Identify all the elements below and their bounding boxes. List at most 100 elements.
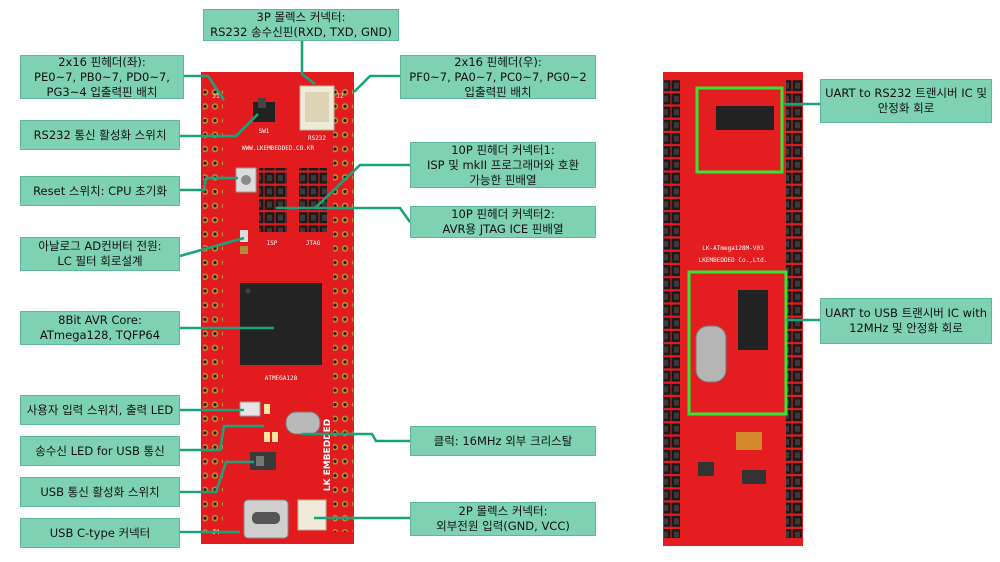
back-board: LK-ATmega128M-V03 LKEMBEDDED Co.,Ltd.	[663, 72, 803, 546]
rs232-3p-connector-inner	[305, 92, 329, 122]
crystal-12mhz	[695, 325, 727, 383]
silk-chip: ATMEGA128	[265, 375, 298, 382]
connector-lines	[179, 40, 820, 534]
label-text: ISP 및 mkII 프로그래머와 호환	[426, 157, 580, 172]
label-user-io: 사용자 입력 스위치, 출력 LED	[20, 395, 180, 425]
label-text: 2x16 핀헤더(좌):	[58, 54, 146, 69]
label-text: 안정화 회로	[877, 101, 935, 115]
label-text: PE0~7, PB0~7, PD0~7,	[34, 69, 170, 84]
label-text: RS232 통신 활성화 스위치	[33, 127, 167, 142]
label-text: 외부전원 입력(GND, VCC)	[436, 519, 570, 533]
line-crystal	[302, 432, 410, 443]
label-text: 2P 몰렉스 커넥터:	[458, 504, 548, 518]
label-text: 클럭: 16MHz 외부 크리스탈	[433, 433, 573, 448]
label-text: 송수신 LED for USB 통신	[35, 443, 165, 458]
silk-url: WWW.LKEMBEDDED.CO.KR	[242, 145, 315, 152]
label-uart-rs232: UART to RS232 트랜시버 IC 및 안정화 회로	[820, 79, 992, 123]
silk-j2: J2	[336, 93, 344, 100]
left-header-holes	[203, 88, 223, 532]
label-text: PG3~4 입출력핀 배치	[46, 84, 158, 99]
label-avr-core: 8Bit AVR Core: ATmega128, TQFP64	[20, 311, 180, 345]
right-header-holes	[333, 88, 353, 532]
line-header-right	[353, 74, 400, 93]
isp-10p-header	[259, 168, 287, 232]
label-text: Reset 스위치: CPU 초기화	[33, 183, 167, 198]
label-text: 가능한 핀배열	[469, 172, 537, 187]
label-top-connector: 3P 몰렉스 커넥터: RS232 송수신핀(RXD, TXD, GND)	[203, 9, 399, 41]
silk-isp: ISP	[267, 240, 278, 247]
lc-filter-component	[240, 246, 248, 254]
highlight-rs232-area	[695, 86, 784, 174]
label-pin10-2: 10P 핀헤더 커넥터2: AVR용 JTAG ICE 핀배열	[410, 206, 596, 238]
label-rs232-switch: RS232 통신 활성화 스위치	[20, 120, 180, 150]
line-top-connector	[300, 40, 316, 86]
label-usb-led: 송수신 LED for USB 통신	[20, 436, 180, 466]
rs232-transceiver-ic	[716, 106, 774, 130]
rs232-switch-knob	[258, 98, 266, 108]
back-model-text: LK-ATmega128M-V03	[702, 245, 764, 252]
label-power-connector: 2P 몰렉스 커넥터: 외부전원 입력(GND, VCC)	[410, 502, 596, 536]
highlight-usb-area	[687, 270, 788, 416]
usb-transceiver-ic	[738, 290, 768, 350]
label-text: 10P 핀헤더 커넥터1:	[451, 142, 555, 157]
label-text: 10P 핀헤더 커넥터2:	[451, 207, 555, 221]
silk-j1: J1	[212, 93, 220, 100]
back-capacitor	[736, 432, 762, 450]
label-text: AVR용 JTAG ICE 핀배열	[442, 222, 564, 236]
label-reset: Reset 스위치: CPU 초기화	[20, 176, 180, 206]
label-usb-c: USB C-type 커넥터	[20, 518, 180, 548]
back-right-header	[786, 80, 802, 538]
lc-filter-component	[240, 230, 248, 242]
label-pin10-1: 10P 핀헤더 커넥터1: ISP 및 mkII 프로그래머와 호환 가능한 핀…	[410, 142, 596, 188]
silk-jtag: JTAG	[306, 240, 321, 247]
label-text: ATmega128, TQFP64	[39, 328, 161, 342]
usb-rx-led	[272, 432, 278, 442]
label-text: 2x16 핀헤더(우):	[454, 54, 542, 69]
back-diode	[742, 470, 766, 484]
label-adc-power: 아날로그 AD컨버터 전원: LC 필터 회로설계	[20, 237, 180, 271]
back-left-header	[664, 80, 680, 538]
label-text: USB 통신 활성화 스위치	[40, 484, 160, 499]
atmega128-chip	[240, 283, 322, 365]
line-usb-switch	[180, 460, 254, 494]
label-text: UART to USB 트랜시버 IC with	[824, 306, 988, 320]
back-company-text: LKEMBEDDED Co.,Ltd.	[699, 257, 768, 264]
reset-switch-button	[241, 175, 251, 185]
line-reset	[180, 176, 238, 192]
label-text: USB C-type 커넥터	[49, 525, 151, 540]
label-text: 입출력핀 배치	[464, 84, 532, 99]
label-text: RS232 송수신핀(RXD, TXD, GND)	[210, 25, 392, 39]
label-header-right: 2x16 핀헤더(우): PF0~7, PA0~7, PC0~7, PG0~2 …	[400, 55, 596, 99]
silk-sw1: SW1	[259, 128, 270, 135]
label-text: UART to RS232 트랜시버 IC 및	[825, 86, 987, 100]
label-crystal: 클럭: 16MHz 외부 크리스탈	[410, 426, 596, 456]
line-pin10-2	[276, 206, 412, 223]
line-pin10-1	[315, 163, 410, 208]
crystal-16mhz	[285, 411, 321, 435]
line-usb-led	[180, 424, 264, 452]
usb-tx-led	[264, 432, 270, 442]
label-uart-usb: UART to USB 트랜시버 IC with 12MHz 및 안정화 회로	[820, 298, 992, 344]
user-led	[264, 404, 270, 414]
line-header-left	[184, 74, 226, 101]
label-usb-switch: USB 통신 활성화 스위치	[20, 477, 180, 507]
usb-switch-knob	[256, 456, 264, 466]
silk-rs232: RS232	[308, 135, 326, 142]
power-2p-connector	[297, 499, 327, 531]
front-board: WWW.LKEMBEDDED.CO.KR ATMEGA128 LK EMBEDD…	[201, 72, 354, 544]
back-regulator	[698, 462, 714, 476]
label-text: 사용자 입력 스위치, 출력 LED	[26, 402, 174, 417]
label-text: LC 필터 회로설계	[57, 254, 143, 268]
label-text: PF0~7, PA0~7, PC0~7, PG0~2	[409, 69, 587, 84]
label-text: 3P 몰렉스 커넥터:	[256, 10, 346, 24]
back-pcb	[663, 72, 803, 546]
usb-c-port	[252, 512, 280, 524]
chip-pin1-dot	[245, 288, 251, 294]
line-rs232-switch	[180, 113, 259, 138]
line-adc-power	[179, 236, 245, 258]
label-header-left: 2x16 핀헤더(좌): PE0~7, PB0~7, PD0~7, PG3~4 …	[20, 55, 184, 99]
label-text: 아날로그 AD컨버터 전원:	[38, 239, 162, 253]
label-text: 8Bit AVR Core:	[58, 313, 142, 327]
label-text: 12MHz 및 안정화 회로	[849, 321, 963, 335]
